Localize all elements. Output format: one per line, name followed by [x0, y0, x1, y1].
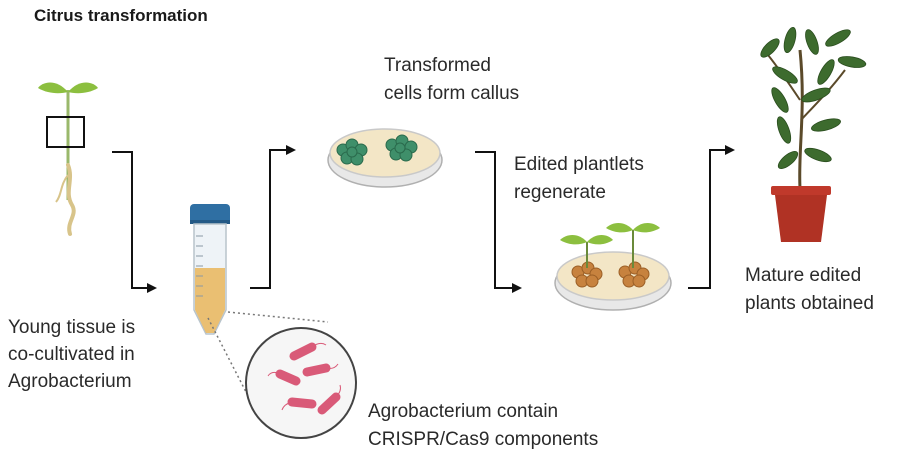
agrobacterium-label-line1: Agrobacterium contain	[368, 401, 559, 422]
callus-label-line1: Transformed	[384, 55, 491, 76]
seedling-icon	[38, 82, 98, 236]
arrow-2	[250, 145, 296, 289]
young-tissue-label-line3: Agrobacterium	[8, 371, 132, 392]
bacteria-magnifier-icon	[207, 311, 357, 439]
plantlets-label-line1: Edited plantlets	[514, 154, 644, 175]
plantlets-label-line2: regenerate	[514, 182, 606, 203]
mature-label-line2: plants obtained	[745, 293, 874, 314]
arrow-3	[475, 151, 522, 293]
young-tissue-label-line1: Young tissue is	[8, 317, 136, 338]
arrow-4	[688, 145, 735, 289]
arrow-1	[112, 151, 157, 293]
diagram-title: Citrus transformation	[34, 6, 208, 25]
falcon-tube-icon	[190, 204, 230, 335]
mature-label-line1: Mature edited	[745, 265, 862, 286]
young-tissue-label-line2: co-cultivated in	[8, 344, 135, 365]
plantlet-petri-dish-icon	[554, 223, 672, 311]
agrobacterium-label-line2: CRISPR/Cas9 components	[368, 429, 599, 450]
potted-plant-icon	[760, 26, 867, 242]
callus-label-line2: cells form callus	[384, 83, 520, 104]
callus-petri-dish-icon	[327, 128, 443, 188]
